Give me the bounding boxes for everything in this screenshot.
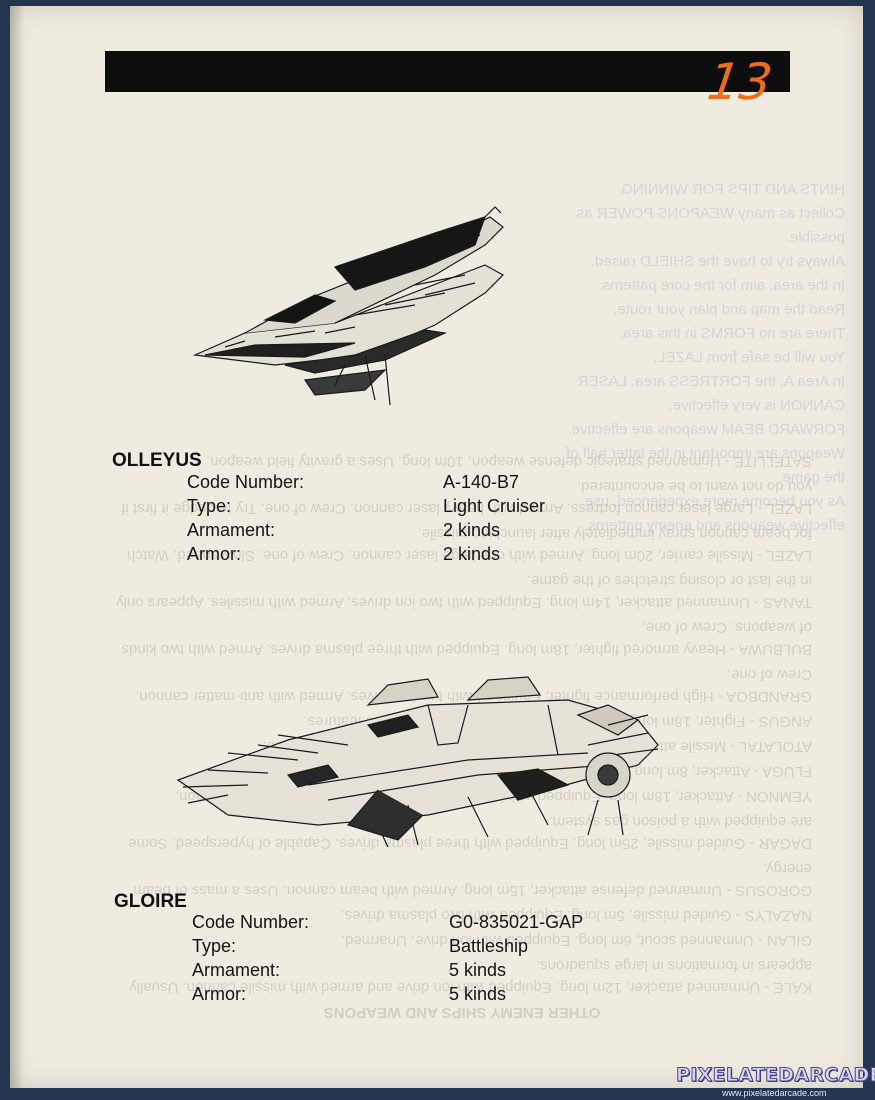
page-binding-shadow: [10, 6, 24, 1088]
spec-value: Battleship: [449, 936, 529, 956]
spec-value: A-140-B7: [443, 472, 520, 492]
spec-row: Armament: 2 kinds: [187, 518, 607, 542]
olleyus-illustration: [192, 206, 504, 406]
ship-name-olleyus: OLLEYUS: [112, 450, 202, 471]
ship-name-gloire: GLOIRE: [114, 891, 187, 912]
spec-row: Code Number: A-140-B7: [187, 470, 607, 494]
spec-row: Type: Battleship: [192, 934, 632, 958]
gloire-specs: Code Number: G0-835021-GAP Type: Battles…: [192, 910, 632, 1006]
spec-label: Type:: [187, 496, 232, 516]
spec-label: Type:: [192, 936, 237, 956]
spec-label: Armament:: [187, 520, 276, 540]
spec-label: Armament:: [192, 960, 281, 980]
spec-row: Type: Light Cruiser: [187, 494, 607, 518]
spec-label: Armor:: [187, 544, 241, 564]
gloire-illustration: [176, 676, 659, 848]
spec-label: Code Number:: [187, 472, 305, 492]
spec-row: Armor: 2 kinds: [187, 542, 607, 566]
page-number: 13: [703, 53, 776, 111]
spec-row: Code Number: G0-835021-GAP: [192, 910, 632, 934]
spec-value: 2 kinds: [443, 520, 501, 540]
spec-value: 5 kinds: [449, 984, 507, 1004]
spec-label: Code Number:: [192, 912, 310, 932]
spec-value: 5 kinds: [449, 960, 507, 980]
olleyus-specs: Code Number: A-140-B7 Type: Light Cruise…: [187, 470, 607, 566]
spec-row: Armor: 5 kinds: [192, 982, 632, 1006]
spec-value: 2 kinds: [443, 544, 501, 564]
spec-value: Light Cruiser: [443, 496, 546, 516]
watermark: PIXELATEDARCADE www.pixelatedarcade.com: [672, 1064, 875, 1100]
spec-label: Armor:: [192, 984, 246, 1004]
header-bar: [105, 51, 790, 92]
watermark-url: www.pixelatedarcade.com: [722, 1088, 827, 1098]
watermark-title: PIXELATEDARCADE: [676, 1064, 875, 1087]
spec-row: Armament: 5 kinds: [192, 958, 632, 982]
manual-page: [10, 6, 863, 1088]
spec-value: G0-835021-GAP: [449, 912, 584, 932]
